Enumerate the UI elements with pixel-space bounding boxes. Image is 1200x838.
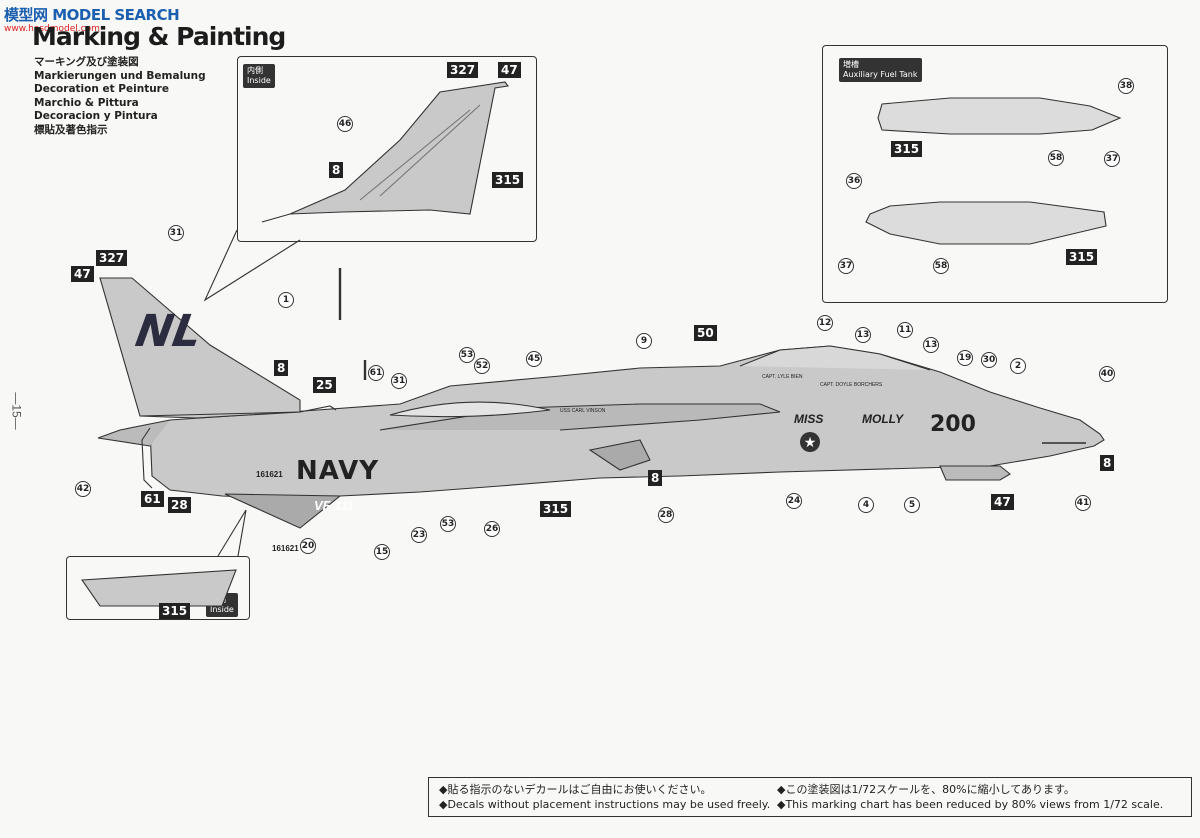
callout-13: 13 (923, 337, 939, 353)
tip-inside-detail-box (66, 556, 250, 620)
code-47-nose: 47 (991, 494, 1014, 510)
page-title: Marking & Painting (32, 22, 286, 51)
callout-37-bottom: 37 (838, 258, 854, 274)
nose-number: 200 (930, 412, 976, 437)
watermark-url: www.hasdmodel.com (4, 24, 100, 34)
callout-2: 2 (1010, 358, 1026, 374)
code-47-tail: 47 (71, 266, 94, 282)
callout-26: 26 (484, 521, 500, 537)
watermark-brand: 模型网 MODEL SEARCH (4, 6, 180, 24)
callout-1: 1 (278, 292, 294, 308)
nose-art-miss: MISS (794, 412, 824, 426)
callout-4: 4 (858, 497, 874, 513)
code-327-tail-inside: 327 (447, 62, 479, 78)
title-de: Markierungen und Bemalung (34, 69, 206, 82)
nose-art-molly: MOLLY (862, 412, 904, 426)
title-it: Marchio & Pittura (34, 96, 139, 109)
serial: 161621 (256, 470, 283, 479)
code-315-tank-top: 315 (891, 141, 923, 157)
callout-38: 38 (1118, 78, 1134, 94)
code-8-tail-inside: 8 (329, 162, 344, 178)
callout-15: 15 (374, 544, 390, 560)
callout-28: 28 (658, 507, 674, 523)
notes-box: ◆貼る指示のないデカールはご自由にお使いください。 ◆Decals withou… (428, 777, 1192, 817)
code-8-glove: 8 (648, 470, 663, 486)
code-28: 28 (168, 497, 191, 513)
code-315-tip: 315 (159, 603, 191, 619)
fuselage-navy: NAVY (296, 456, 380, 486)
callout-30: 30 (981, 352, 997, 368)
callout-19: 19 (957, 350, 973, 366)
callout-12: 12 (817, 315, 833, 331)
note-jp-left: ◆貼る指示のないデカールはご自由にお使いください。 (439, 783, 712, 796)
star-insignia-icon: ★ (800, 432, 820, 452)
callout-31-tail: 31 (168, 225, 184, 241)
code-25: 25 (313, 377, 336, 393)
note-en-left: ◆Decals without placement instructions m… (439, 798, 771, 811)
code-8-stab: 8 (274, 360, 289, 376)
callout-5: 5 (904, 497, 920, 513)
callout-11: 11 (897, 322, 913, 338)
code-8-nose: 8 (1100, 455, 1115, 471)
callout-58-top: 58 (1048, 150, 1064, 166)
callout-24: 24 (786, 493, 802, 509)
callout-52: 52 (474, 358, 490, 374)
language-titles: マーキング及び塗装図 Markierungen und Bemalung Dec… (34, 56, 206, 138)
shark-mouth-icon (1042, 424, 1086, 444)
callout-37-top: 37 (1104, 151, 1120, 167)
callout-13-top: 13 (855, 327, 871, 343)
callout-31: 31 (391, 373, 407, 389)
note-jp-right: ◆この塗装図は1/72スケールを、80%に縮小してあります。 (777, 783, 1075, 796)
callout-9: 9 (636, 333, 652, 349)
tail-inside-detail-box (237, 56, 537, 242)
title-fr: Decoration et Peinture (34, 83, 169, 96)
callout-20: 20 (300, 538, 316, 554)
code-315-tank-bottom: 315 (1066, 249, 1098, 265)
name-rio: CAPT. DOYLE BORCHERS (820, 382, 883, 388)
note-en-right: ◆This marking chart has been reduced by … (777, 798, 1164, 811)
callout-36: 36 (846, 173, 862, 189)
title-cn: 標貼及著色指示 (34, 123, 108, 136)
callout-46: 46 (337, 116, 353, 132)
code-50: 50 (694, 325, 717, 341)
fuel-tank-detail-box (822, 45, 1168, 303)
callout-53-top: 53 (459, 347, 475, 363)
code-315-tail-inside: 315 (492, 172, 524, 188)
callout-61: 61 (368, 365, 384, 381)
callout-42: 42 (75, 481, 91, 497)
code-327-tail: 327 (96, 250, 128, 266)
callout-23: 23 (411, 527, 427, 543)
callout-45: 45 (526, 351, 542, 367)
serial-small: 161621 (272, 544, 299, 553)
code-315-fuselage: 315 (540, 501, 572, 517)
squadron-code: VF 111 (314, 498, 354, 513)
name-pilot: CAPT. LYLE BIEN (762, 374, 803, 380)
callout-40: 40 (1099, 366, 1115, 382)
callout-58-bottom: 58 (933, 258, 949, 274)
callout-53-bottom: 53 (440, 516, 456, 532)
callout-41: 41 (1075, 495, 1091, 511)
carrier-name: USS CARL VINSON (560, 408, 606, 414)
title-jp: マーキング及び塗装図 (34, 56, 139, 68)
title-es: Decoracion y Pintura (34, 110, 158, 123)
code-47-tail-inside: 47 (498, 62, 521, 78)
code-61: 61 (141, 491, 164, 507)
